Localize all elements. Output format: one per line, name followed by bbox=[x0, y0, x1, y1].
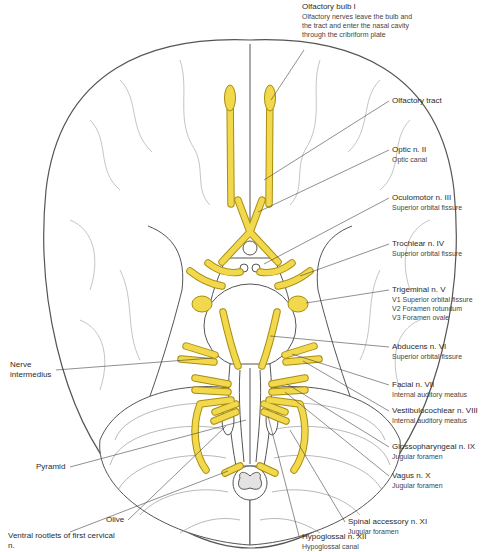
foramen-label: V1 Superior orbital fissure bbox=[392, 295, 473, 304]
leader-line bbox=[264, 198, 389, 264]
nerve-label: Glossopharyngeal n. IX bbox=[392, 442, 475, 452]
foramen-label: V3 Foramen ovale bbox=[392, 313, 449, 322]
structure-label: Olive bbox=[106, 515, 124, 525]
leader-line bbox=[258, 150, 389, 212]
gyrus-line bbox=[80, 320, 105, 390]
foramen-label: Jugular foramen bbox=[392, 452, 443, 461]
nerve-label: Vestibulocochlear n. VIII bbox=[392, 406, 478, 416]
nerve-label: Oculomotor n. III bbox=[392, 193, 451, 203]
leader-lines bbox=[56, 50, 389, 536]
folia-line bbox=[110, 426, 228, 465]
leader-line bbox=[271, 50, 304, 100]
trigeminal-root bbox=[192, 296, 212, 312]
foramen-label: Optic canal bbox=[392, 155, 427, 164]
nerve-label: Facial n. VII bbox=[392, 380, 434, 390]
leader-line bbox=[306, 290, 389, 303]
leader-line bbox=[264, 101, 389, 180]
folia-line bbox=[272, 426, 390, 465]
note-text: Olfactory nerves leave the bulb and the … bbox=[302, 12, 420, 39]
nerve-label: Vagus n. X bbox=[392, 471, 431, 481]
leader-line bbox=[290, 430, 345, 522]
foramen-label: Internal auditory meatus bbox=[392, 390, 467, 399]
cranial-nerves bbox=[181, 85, 319, 473]
grey-matter bbox=[238, 472, 261, 489]
leader-line bbox=[128, 426, 226, 520]
structure-label: Ventral rootlets of first cervical n. bbox=[8, 531, 120, 551]
folia-line bbox=[260, 519, 320, 533]
leader-line bbox=[292, 354, 389, 385]
leader-line bbox=[270, 336, 389, 347]
leader-line bbox=[303, 361, 389, 411]
brain-outline bbox=[44, 40, 456, 548]
olfactory-bulb bbox=[265, 85, 276, 111]
folia-line bbox=[180, 519, 240, 533]
spinal-cord-section bbox=[233, 466, 267, 500]
gyrus-line bbox=[360, 270, 380, 360]
leader-line bbox=[268, 416, 299, 536]
gyrus-line bbox=[120, 270, 140, 360]
foramen-label: Internal auditory meatus bbox=[392, 416, 467, 425]
leader-line bbox=[70, 471, 228, 532]
gyrus-line bbox=[90, 120, 120, 190]
nerve-label: Olfactory bulb I bbox=[302, 2, 356, 12]
gyrus-line bbox=[120, 80, 152, 152]
folia-line bbox=[272, 490, 360, 515]
nerve-label: Trigeminal n. V bbox=[392, 285, 446, 295]
leader-line bbox=[70, 420, 246, 467]
leader-line bbox=[56, 358, 212, 370]
lateral-sulcus bbox=[148, 226, 183, 396]
longitudinal-fissure bbox=[250, 44, 251, 222]
leader-line bbox=[285, 392, 389, 476]
pituitary-stalk bbox=[243, 241, 257, 255]
foramen-label: Jugular foramen bbox=[392, 481, 443, 490]
gyrus-line bbox=[290, 60, 320, 205]
nerve-label: Hypoglossal n. XII bbox=[302, 532, 366, 542]
nerve-label: Trochlear n. IV bbox=[392, 239, 444, 249]
structure-label: Pyramid bbox=[36, 462, 65, 472]
lateral-sulcus bbox=[317, 226, 352, 396]
pyramid-stripe bbox=[239, 368, 260, 464]
folia-line bbox=[140, 490, 228, 515]
gyrus-line bbox=[348, 80, 380, 152]
foramen-label: Hypoglossal canal bbox=[302, 542, 359, 551]
cerebrum-outline bbox=[44, 40, 456, 548]
folia-line bbox=[274, 455, 382, 490]
foramen-label: Superior orbital fissure bbox=[392, 352, 462, 361]
brainstem bbox=[204, 241, 296, 500]
structure-label: Olfactory tract bbox=[392, 96, 442, 106]
nerve-outline bbox=[181, 90, 319, 473]
trigeminal-root bbox=[288, 296, 308, 312]
leader-line bbox=[287, 384, 389, 447]
gyrus-line bbox=[180, 60, 210, 205]
gyrus-line bbox=[70, 220, 95, 290]
sulci bbox=[148, 44, 352, 396]
leader-line bbox=[300, 244, 389, 276]
olfactory-bulb bbox=[225, 85, 236, 111]
structure-label: Nerve intermedius bbox=[10, 360, 60, 380]
gyrus-line bbox=[380, 120, 410, 190]
nerve-label: Optic n. II bbox=[392, 145, 426, 155]
nerve-label: Spinal accessory n. XI bbox=[348, 517, 427, 527]
foramen-label: Superior orbital fissure bbox=[392, 203, 462, 212]
foramen-label: V2 Foramen rotundum bbox=[392, 304, 462, 313]
nerve-fill bbox=[181, 90, 319, 473]
foramen-label: Superior orbital fissure bbox=[392, 249, 462, 258]
folia-line bbox=[118, 455, 226, 490]
nerve-label: Abducens n. VI bbox=[392, 342, 446, 352]
